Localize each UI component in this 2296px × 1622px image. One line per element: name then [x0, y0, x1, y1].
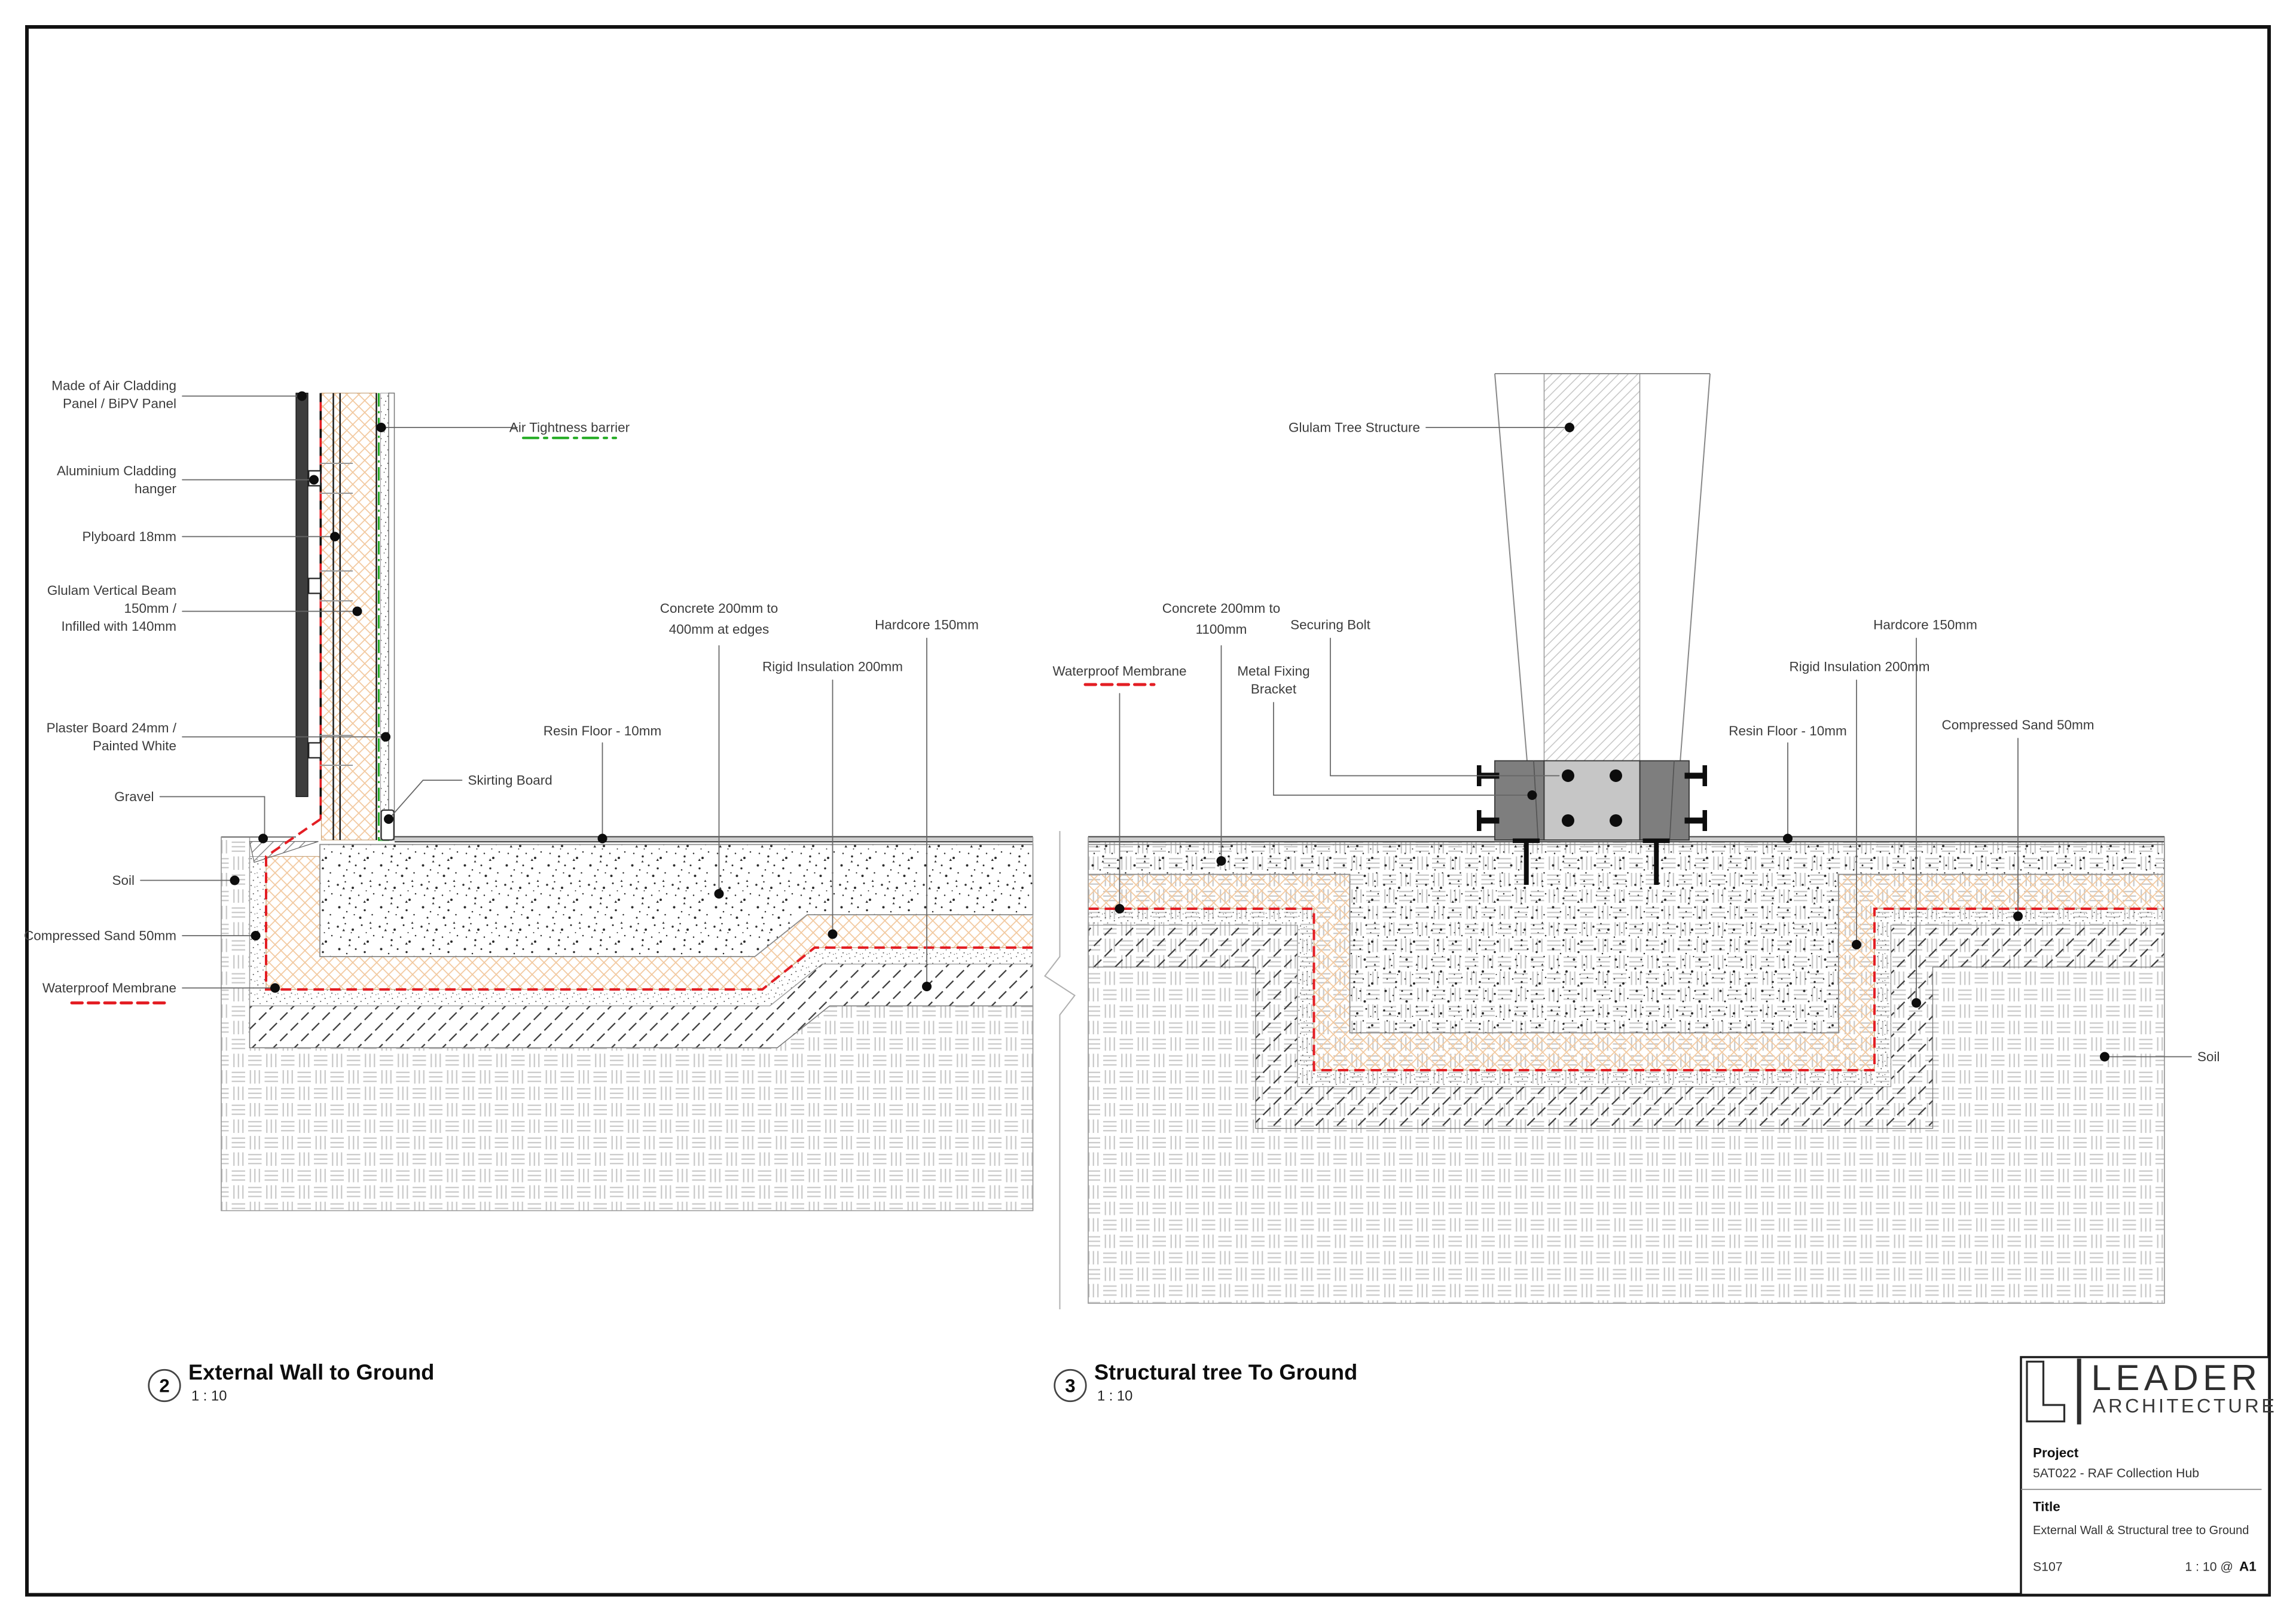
- logo-divider-bar: [2077, 1358, 2081, 1425]
- sheet-number: S107: [2033, 1559, 2063, 1574]
- label-resin: Resin Floor - 10mm: [1729, 723, 1846, 738]
- detail-number: 3: [1065, 1376, 1075, 1397]
- cladding-hangers: [308, 470, 322, 759]
- label-plaster-2: Painted White: [93, 738, 176, 753]
- paper-size: A1: [2239, 1559, 2257, 1574]
- tree-column-hatch: [1543, 373, 1641, 762]
- leader-dots: [1115, 422, 2109, 1062]
- sheet-border: [25, 25, 2271, 1597]
- label-resin: Resin Floor - 10mm: [544, 723, 661, 738]
- detail-2-caption: 2 External Wall to Ground 1 : 10: [148, 1360, 434, 1404]
- label-cladding-1: Made of Air Cladding: [51, 378, 176, 393]
- waterproof-membrane-line: [1088, 907, 2164, 1071]
- metal-fixing-bracket: [1476, 760, 1707, 885]
- bracket-plate-center: [1543, 760, 1641, 841]
- anchor-rods: [1512, 838, 1670, 885]
- detail-external-wall-drawing: [221, 392, 1034, 1211]
- bracket-side-right: [1639, 760, 1690, 841]
- title-label: Title: [2033, 1499, 2060, 1514]
- resin-floor: [395, 836, 1033, 842]
- callout-labels: Made of Air Cladding Panel / BiPV Panel …: [24, 378, 979, 995]
- label-sand: Compressed Sand 50mm: [24, 928, 176, 943]
- cladding-panel: [295, 392, 309, 798]
- title-block-border: [2020, 1356, 2270, 1596]
- detail-scale: 1 : 10: [191, 1388, 227, 1404]
- leader-lines: [140, 395, 927, 989]
- label-bracket-2: Bracket: [1251, 682, 1297, 697]
- detail-title: Structural tree To Ground: [1094, 1360, 1357, 1384]
- label-rigid: Rigid Insulation 200mm: [1790, 659, 1930, 674]
- label-bracket-1: Metal Fixing: [1237, 664, 1309, 679]
- logo-main-text: LEADER: [2091, 1358, 2261, 1398]
- detail-title: External Wall to Ground: [188, 1360, 434, 1384]
- logo-sub-text: ARCHITECTURE: [2093, 1395, 2277, 1416]
- label-plyboard: Plyboard 18mm: [83, 529, 176, 544]
- label-sand: Compressed Sand 50mm: [1942, 717, 2095, 732]
- break-line: [1044, 830, 1076, 1309]
- detail-number: 2: [159, 1376, 169, 1397]
- detail-2-callouts: Made of Air Cladding Panel / BiPV Panel …: [24, 378, 979, 1004]
- project-value: 5AT022 - RAF Collection Hub: [2033, 1466, 2199, 1480]
- leader-dots: [230, 391, 932, 993]
- label-air-barrier: Air Tightness barrier: [509, 420, 630, 435]
- label-hardcore: Hardcore 150mm: [875, 617, 979, 632]
- sheet-scale: 1 : 10 @: [2185, 1559, 2233, 1574]
- title-value: External Wall & Structural tree to Groun…: [2033, 1524, 2249, 1537]
- label-concrete-2: 1100mm: [1196, 622, 1247, 637]
- detail-3-callouts: Glulam Tree Structure Waterproof Membran…: [1052, 420, 2219, 1064]
- label-soil: Soil: [2197, 1049, 2220, 1064]
- label-plaster-1: Plaster Board 24mm /: [47, 720, 177, 735]
- wall-insulation: [320, 392, 377, 841]
- leader-architecture-logo: LEADER ARCHITECTURE: [2026, 1358, 2277, 1425]
- label-concrete-1: Concrete 200mm to: [1162, 601, 1280, 616]
- external-wall-assembly: [295, 392, 395, 841]
- waterproof-membrane-line: [265, 818, 1033, 991]
- label-hanger-2: hanger: [135, 481, 177, 496]
- plaster-strip: [380, 392, 389, 841]
- leader-lines: [1119, 427, 2192, 1058]
- section-edges: [1088, 836, 2165, 1303]
- label-beam-3: Infilled with 140mm: [62, 619, 176, 634]
- detail-number-circle: [1054, 1369, 1087, 1403]
- callout-labels: Glulam Tree Structure Waterproof Membran…: [1052, 420, 2219, 1064]
- detail-3-caption: 3 Structural tree To Ground 1 : 10: [1054, 1360, 1357, 1404]
- label-membrane: Waterproof Membrane: [42, 980, 176, 995]
- section-edges: [221, 836, 1034, 1211]
- fixing-ticks: [320, 462, 353, 766]
- label-skirting: Skirting Board: [468, 772, 552, 787]
- label-beam-1: Glulam Vertical Beam: [47, 583, 176, 598]
- label-beam-2: 150mm /: [124, 601, 177, 616]
- label-membrane: Waterproof Membrane: [1052, 664, 1186, 679]
- label-soil: Soil: [112, 873, 135, 888]
- label-gravel: Gravel: [114, 789, 154, 804]
- label-bolt: Securing Bolt: [1290, 617, 1370, 632]
- detail-structural-tree-drawing: [1088, 372, 2165, 1304]
- label-concrete-2: 400mm at edges: [669, 622, 769, 637]
- detail-scale: 1 : 10: [1097, 1388, 1132, 1404]
- glulam-tree-structure: [1494, 372, 1711, 841]
- logo-l-glyph: [2026, 1360, 2066, 1423]
- bracket-side-left: [1494, 760, 1545, 841]
- plasterboard-strip: [388, 392, 395, 841]
- label-hardcore: Hardcore 150mm: [1873, 617, 1977, 632]
- rigid-insulation-layer: [266, 856, 1033, 989]
- label-hanger-1: Aluminium Cladding: [57, 463, 176, 478]
- label-rigid: Rigid Insulation 200mm: [762, 659, 903, 674]
- label-cladding-2: Panel / BiPV Panel: [63, 396, 176, 411]
- project-label: Project: [2033, 1445, 2079, 1460]
- tree-lines-through-bracket: [1533, 760, 1675, 841]
- label-concrete-1: Concrete 200mm to: [660, 601, 778, 616]
- label-tree: Glulam Tree Structure: [1289, 420, 1420, 435]
- detail-number-circle: [148, 1369, 181, 1403]
- title-block: LEADER ARCHITECTURE Project 5AT022 - RAF…: [2020, 1356, 2277, 1596]
